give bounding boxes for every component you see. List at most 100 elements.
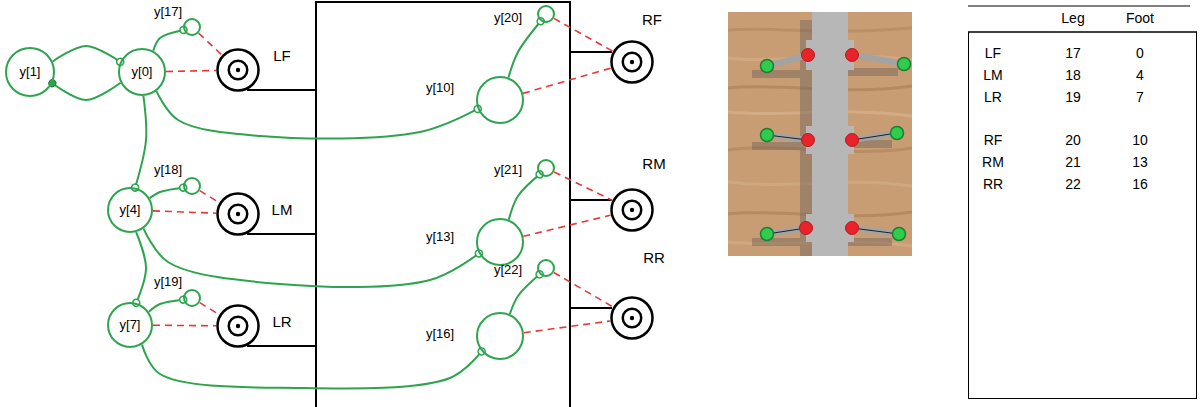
- table-cell: 16: [1132, 176, 1148, 193]
- synapse-node-outline: [537, 159, 555, 177]
- leg-joint: RM: [610, 188, 654, 232]
- motor-link: [200, 303, 220, 315]
- neuron-label: y[22]: [494, 262, 522, 278]
- table-cell: 0: [1136, 45, 1144, 62]
- synapse-connection: [136, 232, 146, 303]
- leg-joint: LF: [216, 48, 260, 92]
- neuron-label: y[16]: [426, 326, 454, 342]
- motor-link: [554, 18, 613, 51]
- table-header: Leg: [1061, 10, 1084, 27]
- motor-link: [153, 211, 216, 213]
- leg-label: RF: [642, 11, 662, 29]
- synapse-connection: [53, 46, 121, 62]
- table-cell: RR: [983, 176, 1003, 193]
- synapse-node: y[19]: [183, 289, 201, 307]
- neuron-circle-outline: [476, 312, 524, 360]
- synapse-node-outline: [537, 259, 555, 277]
- synapse-node-outline: [183, 18, 201, 36]
- neuron-circle: y[4]: [107, 187, 153, 233]
- table-cell: 19: [1065, 89, 1081, 106]
- table-cell: 21: [1065, 154, 1081, 171]
- neuron-circle-outline: [476, 218, 524, 266]
- motor-link: [554, 172, 612, 200]
- synapse-node-outline: [183, 289, 201, 307]
- neuron-label: y[19]: [154, 274, 182, 290]
- neuron-circle: y[1]: [5, 47, 55, 97]
- leg-joint-outline: [216, 48, 260, 92]
- synapse-node: y[20]: [537, 5, 555, 23]
- leg-joint-outline: [610, 40, 654, 84]
- synapse-connection: [52, 83, 120, 100]
- synapse-node: y[21]: [537, 159, 555, 177]
- motor-link: [200, 191, 220, 203]
- table-cell: 20: [1065, 132, 1081, 149]
- table-cell: 22: [1065, 176, 1081, 193]
- synapse-connection: [153, 30, 183, 51]
- motor-link: [199, 33, 222, 55]
- table-cell: RF: [984, 132, 1003, 149]
- table-cell: 17: [1065, 45, 1081, 62]
- leg-joint-outline: [216, 304, 260, 348]
- leg-label: LM: [272, 201, 293, 219]
- table-cell: 18: [1065, 67, 1081, 84]
- synapse-node: y[18]: [183, 177, 201, 195]
- leg-link: [570, 51, 612, 53]
- leg-link: [247, 233, 316, 235]
- leg-label: RR: [643, 249, 665, 267]
- motor-link: [523, 68, 611, 93]
- neuron-circle: y[0]: [118, 48, 166, 96]
- leg-label: LF: [273, 47, 291, 65]
- table-cell: 13: [1132, 154, 1148, 171]
- synapse-node-outline: [537, 5, 555, 23]
- leg-label: LR: [272, 313, 291, 331]
- table-cell: LF: [985, 45, 1001, 62]
- body-frame: [316, 2, 570, 407]
- synapse-connection: [156, 91, 477, 138]
- leg-joint-outline: [610, 296, 654, 340]
- leg-joint: LR: [216, 304, 260, 348]
- table-cell: 7: [1136, 89, 1144, 106]
- robot-photo: [728, 12, 912, 256]
- neuron-circle: y[16]: [476, 312, 524, 360]
- neuron-label: y[10]: [426, 80, 454, 96]
- neuron-label: y[13]: [426, 229, 454, 245]
- leg-joint-outline: [610, 188, 654, 232]
- motor-link: [166, 70, 216, 71]
- motor-link: [523, 215, 610, 236]
- synapse-connection: [135, 96, 146, 188]
- neuron-label: y[18]: [154, 162, 182, 178]
- leg-link: [570, 199, 612, 201]
- neuron-circle: y[13]: [476, 218, 524, 266]
- table-cell: RM: [982, 154, 1004, 171]
- motor-link: [554, 273, 613, 307]
- neuron-circle: y[10]: [476, 76, 524, 124]
- leg-links: [247, 52, 612, 346]
- neuron-label: y[1]: [20, 64, 41, 80]
- motor-link: [524, 321, 610, 333]
- neuron-label: y[20]: [494, 10, 522, 26]
- synapse-connection: [142, 345, 482, 389]
- synapse-node-outline: [183, 177, 201, 195]
- synapse-connection: [150, 188, 183, 199]
- table-cell: 10: [1132, 132, 1148, 149]
- synapse-node: y[17]: [183, 18, 201, 36]
- table-cell: 4: [1136, 67, 1144, 84]
- neuron-circle: y[7]: [107, 302, 153, 348]
- leg-link: [247, 89, 316, 91]
- leg-link: [247, 345, 316, 347]
- synapse-connection: [509, 174, 540, 219]
- neuron-label: y[21]: [494, 162, 522, 178]
- synapse-node: y[22]: [537, 259, 555, 277]
- synapse-connection: [149, 300, 183, 312]
- motor-link: [153, 324, 216, 326]
- neuron-label: y[17]: [154, 4, 182, 20]
- table-header: Foot: [1126, 10, 1154, 27]
- neuron-circle-outline: [476, 76, 524, 124]
- leg-joint: RR: [610, 296, 654, 340]
- table-rules: [968, 6, 1197, 399]
- leg-joint: LM: [216, 192, 260, 236]
- leg-link: [570, 307, 612, 309]
- neuron-label: y[4]: [120, 202, 141, 218]
